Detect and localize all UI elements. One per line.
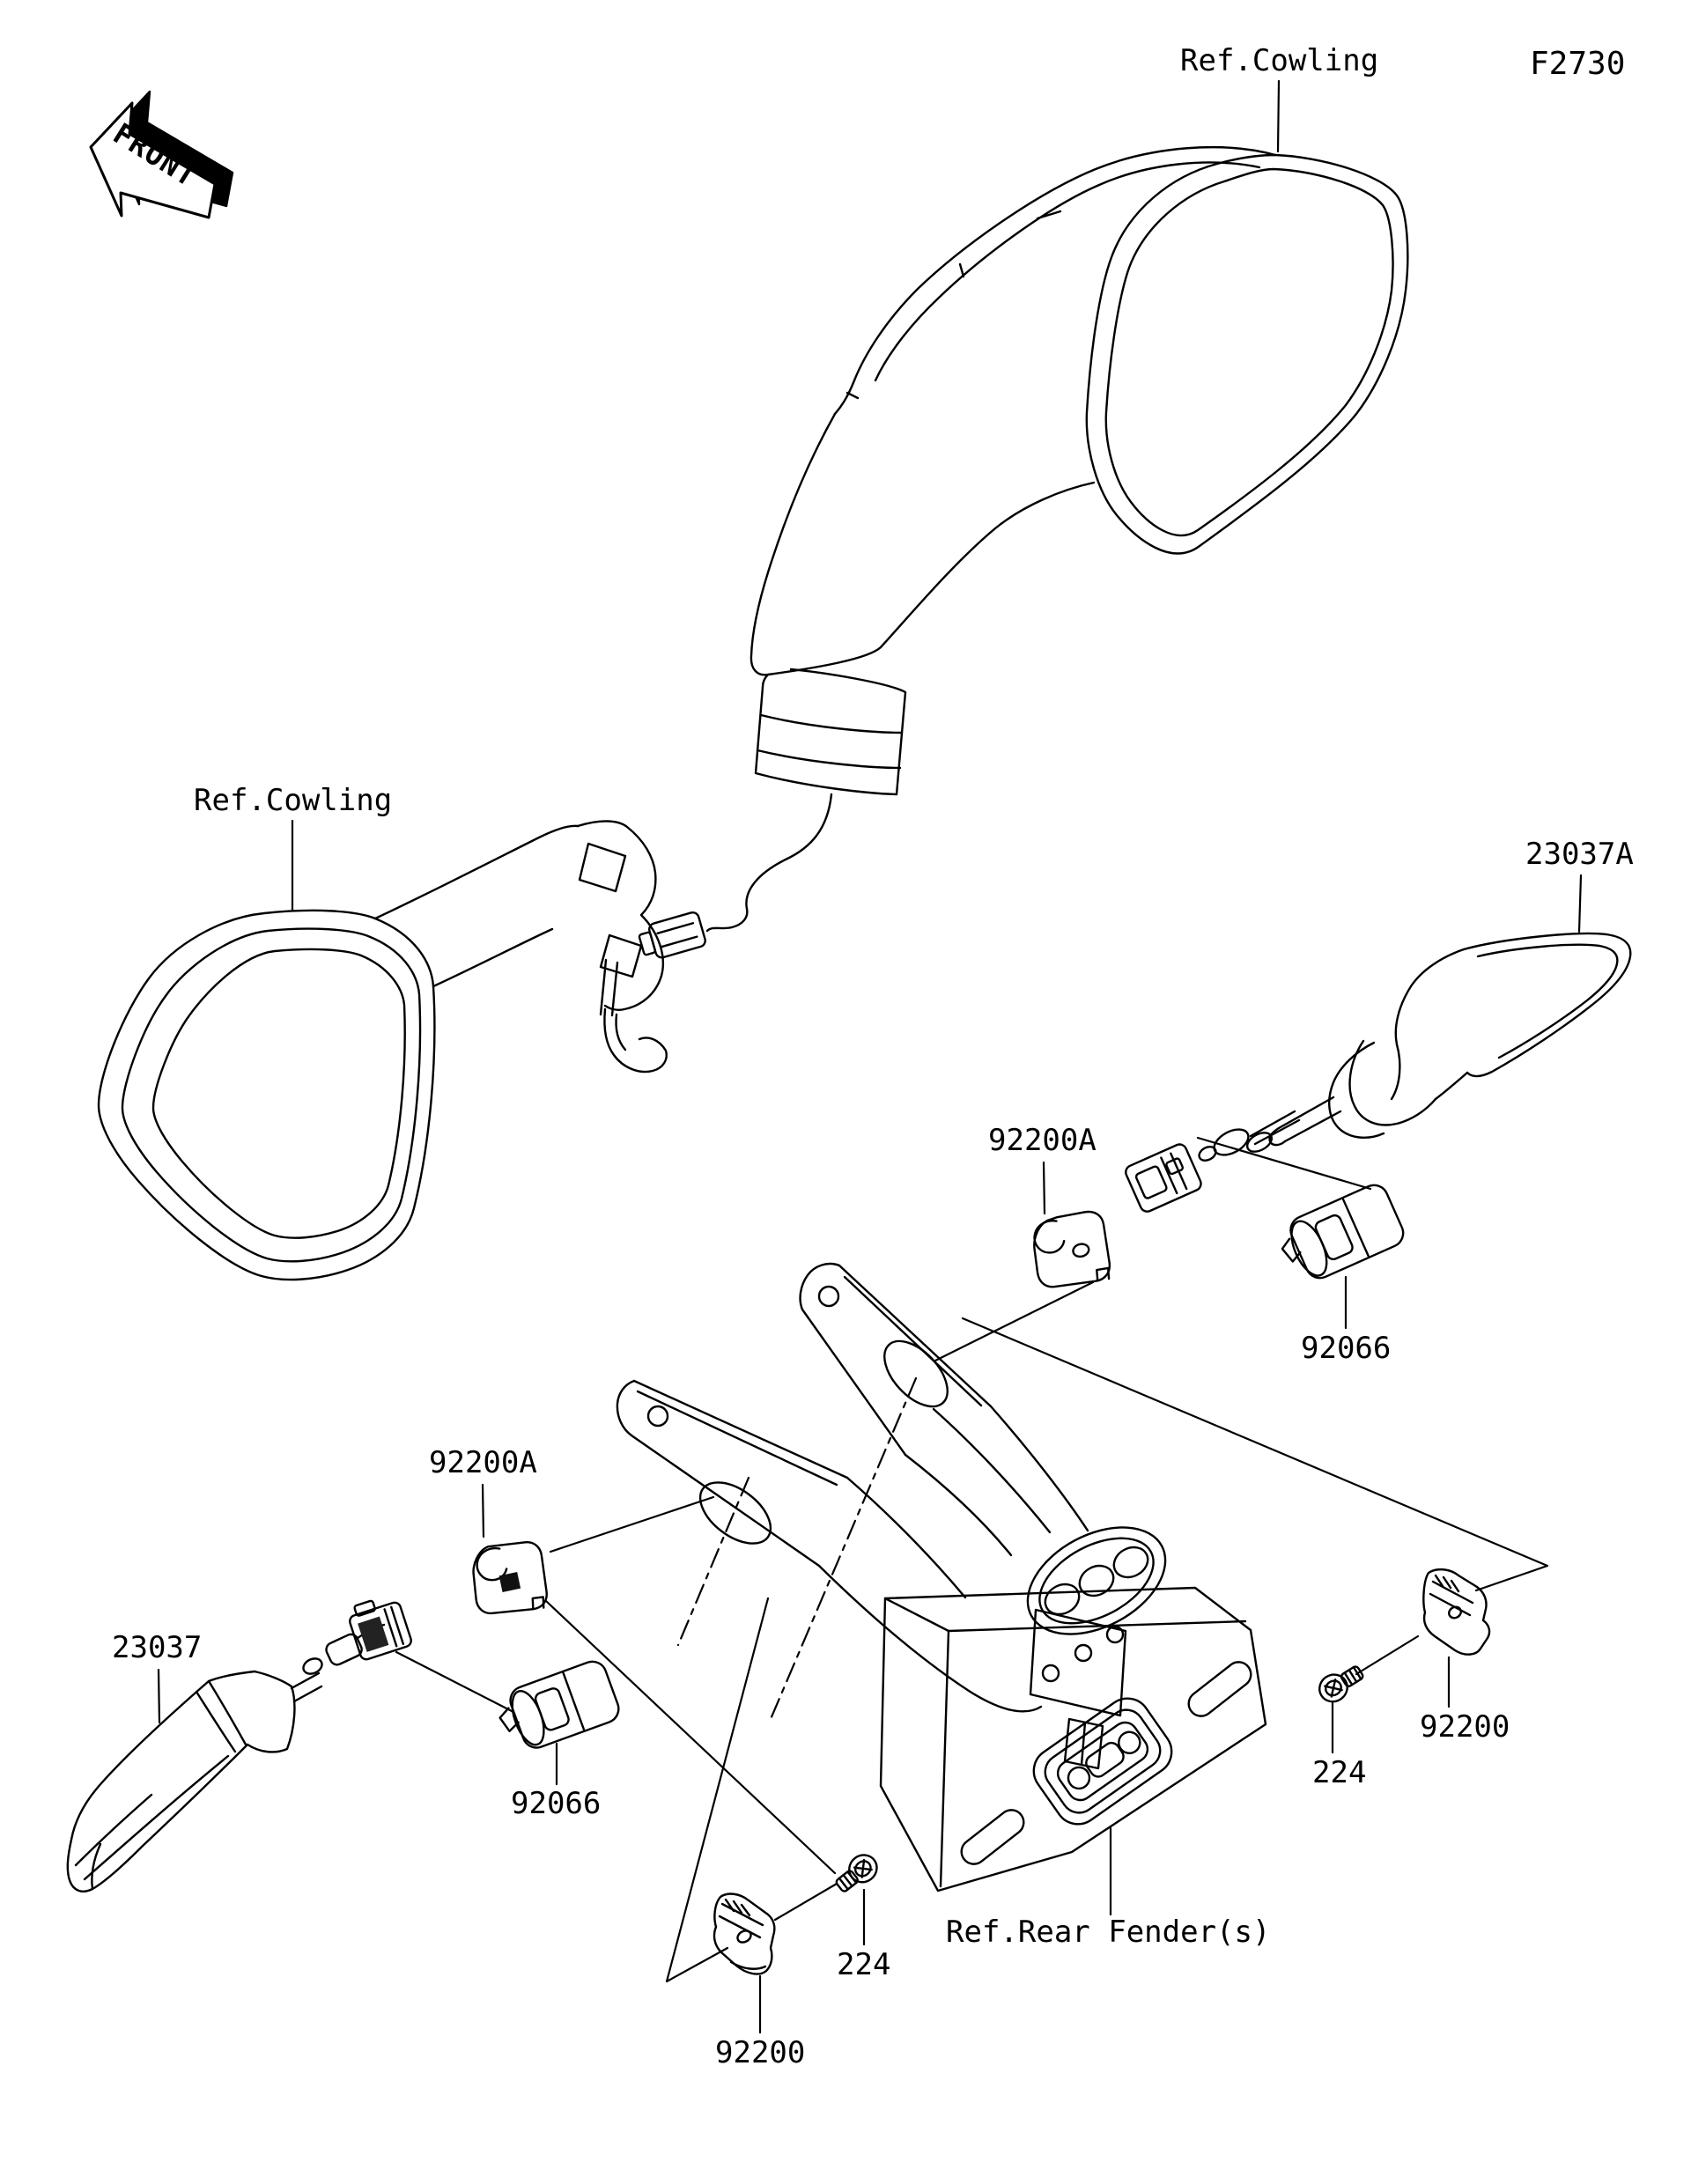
damper-rear-drawing — [498, 1660, 620, 1749]
leader-lines — [157, 79, 1583, 2034]
mount-bracket-drawing — [616, 1262, 1167, 1770]
signal-connector-rear — [349, 1599, 412, 1661]
rear-fender-drawing — [879, 1586, 1267, 1893]
mirror-connector — [638, 911, 706, 959]
screw-bottom-drawing — [835, 1854, 878, 1893]
ref-label-cowling-top: Ref.Cowling — [1180, 43, 1379, 78]
callout-92200-bottom: 92200 — [715, 2035, 806, 2070]
mirror-assembly-top — [638, 146, 1409, 959]
turn-signal-front-drawing — [1125, 932, 1632, 1213]
clip-bottom-drawing — [713, 1893, 776, 1975]
callout-224-right: 224 — [1312, 1755, 1367, 1790]
callout-23037a: 23037A — [1525, 837, 1634, 872]
callout-92066-left: 92066 — [511, 1786, 602, 1821]
callout-92200a-left: 92200A — [429, 1445, 537, 1480]
ref-label-rear-fender: Ref.Rear Fender(s) — [946, 1915, 1271, 1950]
washer-front-drawing — [1033, 1210, 1111, 1288]
callout-23037: 23037 — [112, 1630, 203, 1665]
clip-right-drawing — [1422, 1568, 1491, 1656]
signal-connector-front — [1125, 1143, 1202, 1213]
ref-label-cowling-left: Ref.Cowling — [194, 783, 393, 818]
figure-code: F2730 — [1530, 46, 1626, 82]
screw-right-drawing — [1318, 1665, 1364, 1703]
turn-signal-rear-drawing — [66, 1599, 412, 1893]
callout-92200-right: 92200 — [1420, 1709, 1510, 1745]
front-direction-marker: FRONT — [89, 90, 234, 219]
callout-92200a-right: 92200A — [988, 1123, 1097, 1158]
damper-front-drawing — [1281, 1184, 1405, 1280]
mirror-assembly-left — [97, 820, 668, 1281]
callout-224-bottom: 224 — [837, 1947, 891, 1982]
washer-rear-drawing — [472, 1541, 548, 1615]
callout-92066-right: 92066 — [1301, 1331, 1392, 1366]
